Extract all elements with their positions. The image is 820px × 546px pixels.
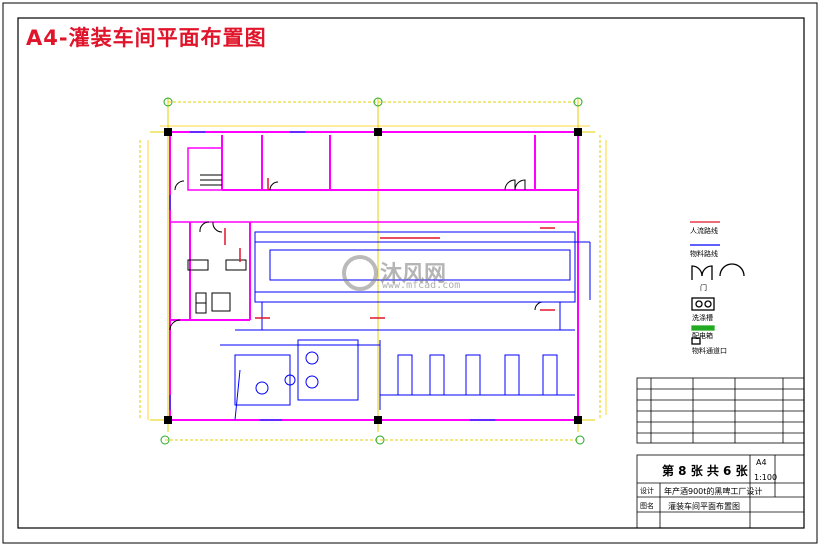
drawing-name: 灌装车间平面布置图 (668, 502, 740, 511)
axis-markers (160, 97, 585, 445)
sheet-info: 第 8 张 共 6 张 (662, 464, 748, 478)
legend-label: 配电箱 (692, 332, 713, 340)
parts-table (636, 377, 805, 444)
legend-label: 物料通道口 (692, 347, 727, 355)
legend-symbols (690, 221, 745, 345)
title-block (636, 454, 805, 529)
watermark-logo (342, 255, 378, 291)
dimension-lines (147, 125, 607, 420)
conveyor-line (254, 231, 591, 330)
drawing-label: 图名 (640, 502, 654, 510)
equipment-lower (220, 329, 575, 421)
flow-arrows (224, 178, 555, 319)
legend-label: 洗涤槽 (692, 314, 713, 322)
sheet-size: A4 (756, 458, 767, 467)
room-equipment (187, 174, 247, 314)
design-label: 设计 (640, 487, 654, 495)
inner-frame (17, 17, 805, 529)
legend-label: 物料路线 (690, 250, 718, 258)
legend-label: 门 (700, 284, 707, 292)
columns (164, 128, 582, 424)
drawing-title: A4-灌装车间平面布置图 (26, 26, 267, 50)
legend-label: 人流路线 (690, 227, 718, 235)
watermark-url: www.mfcad.com (382, 280, 461, 291)
watermark-brand: 沐风网 (380, 262, 447, 287)
windows (169, 131, 495, 421)
design-text: 年产酒900t的黑啤工厂设计 (664, 487, 763, 496)
sheet-scale: 1:100 (754, 473, 778, 482)
